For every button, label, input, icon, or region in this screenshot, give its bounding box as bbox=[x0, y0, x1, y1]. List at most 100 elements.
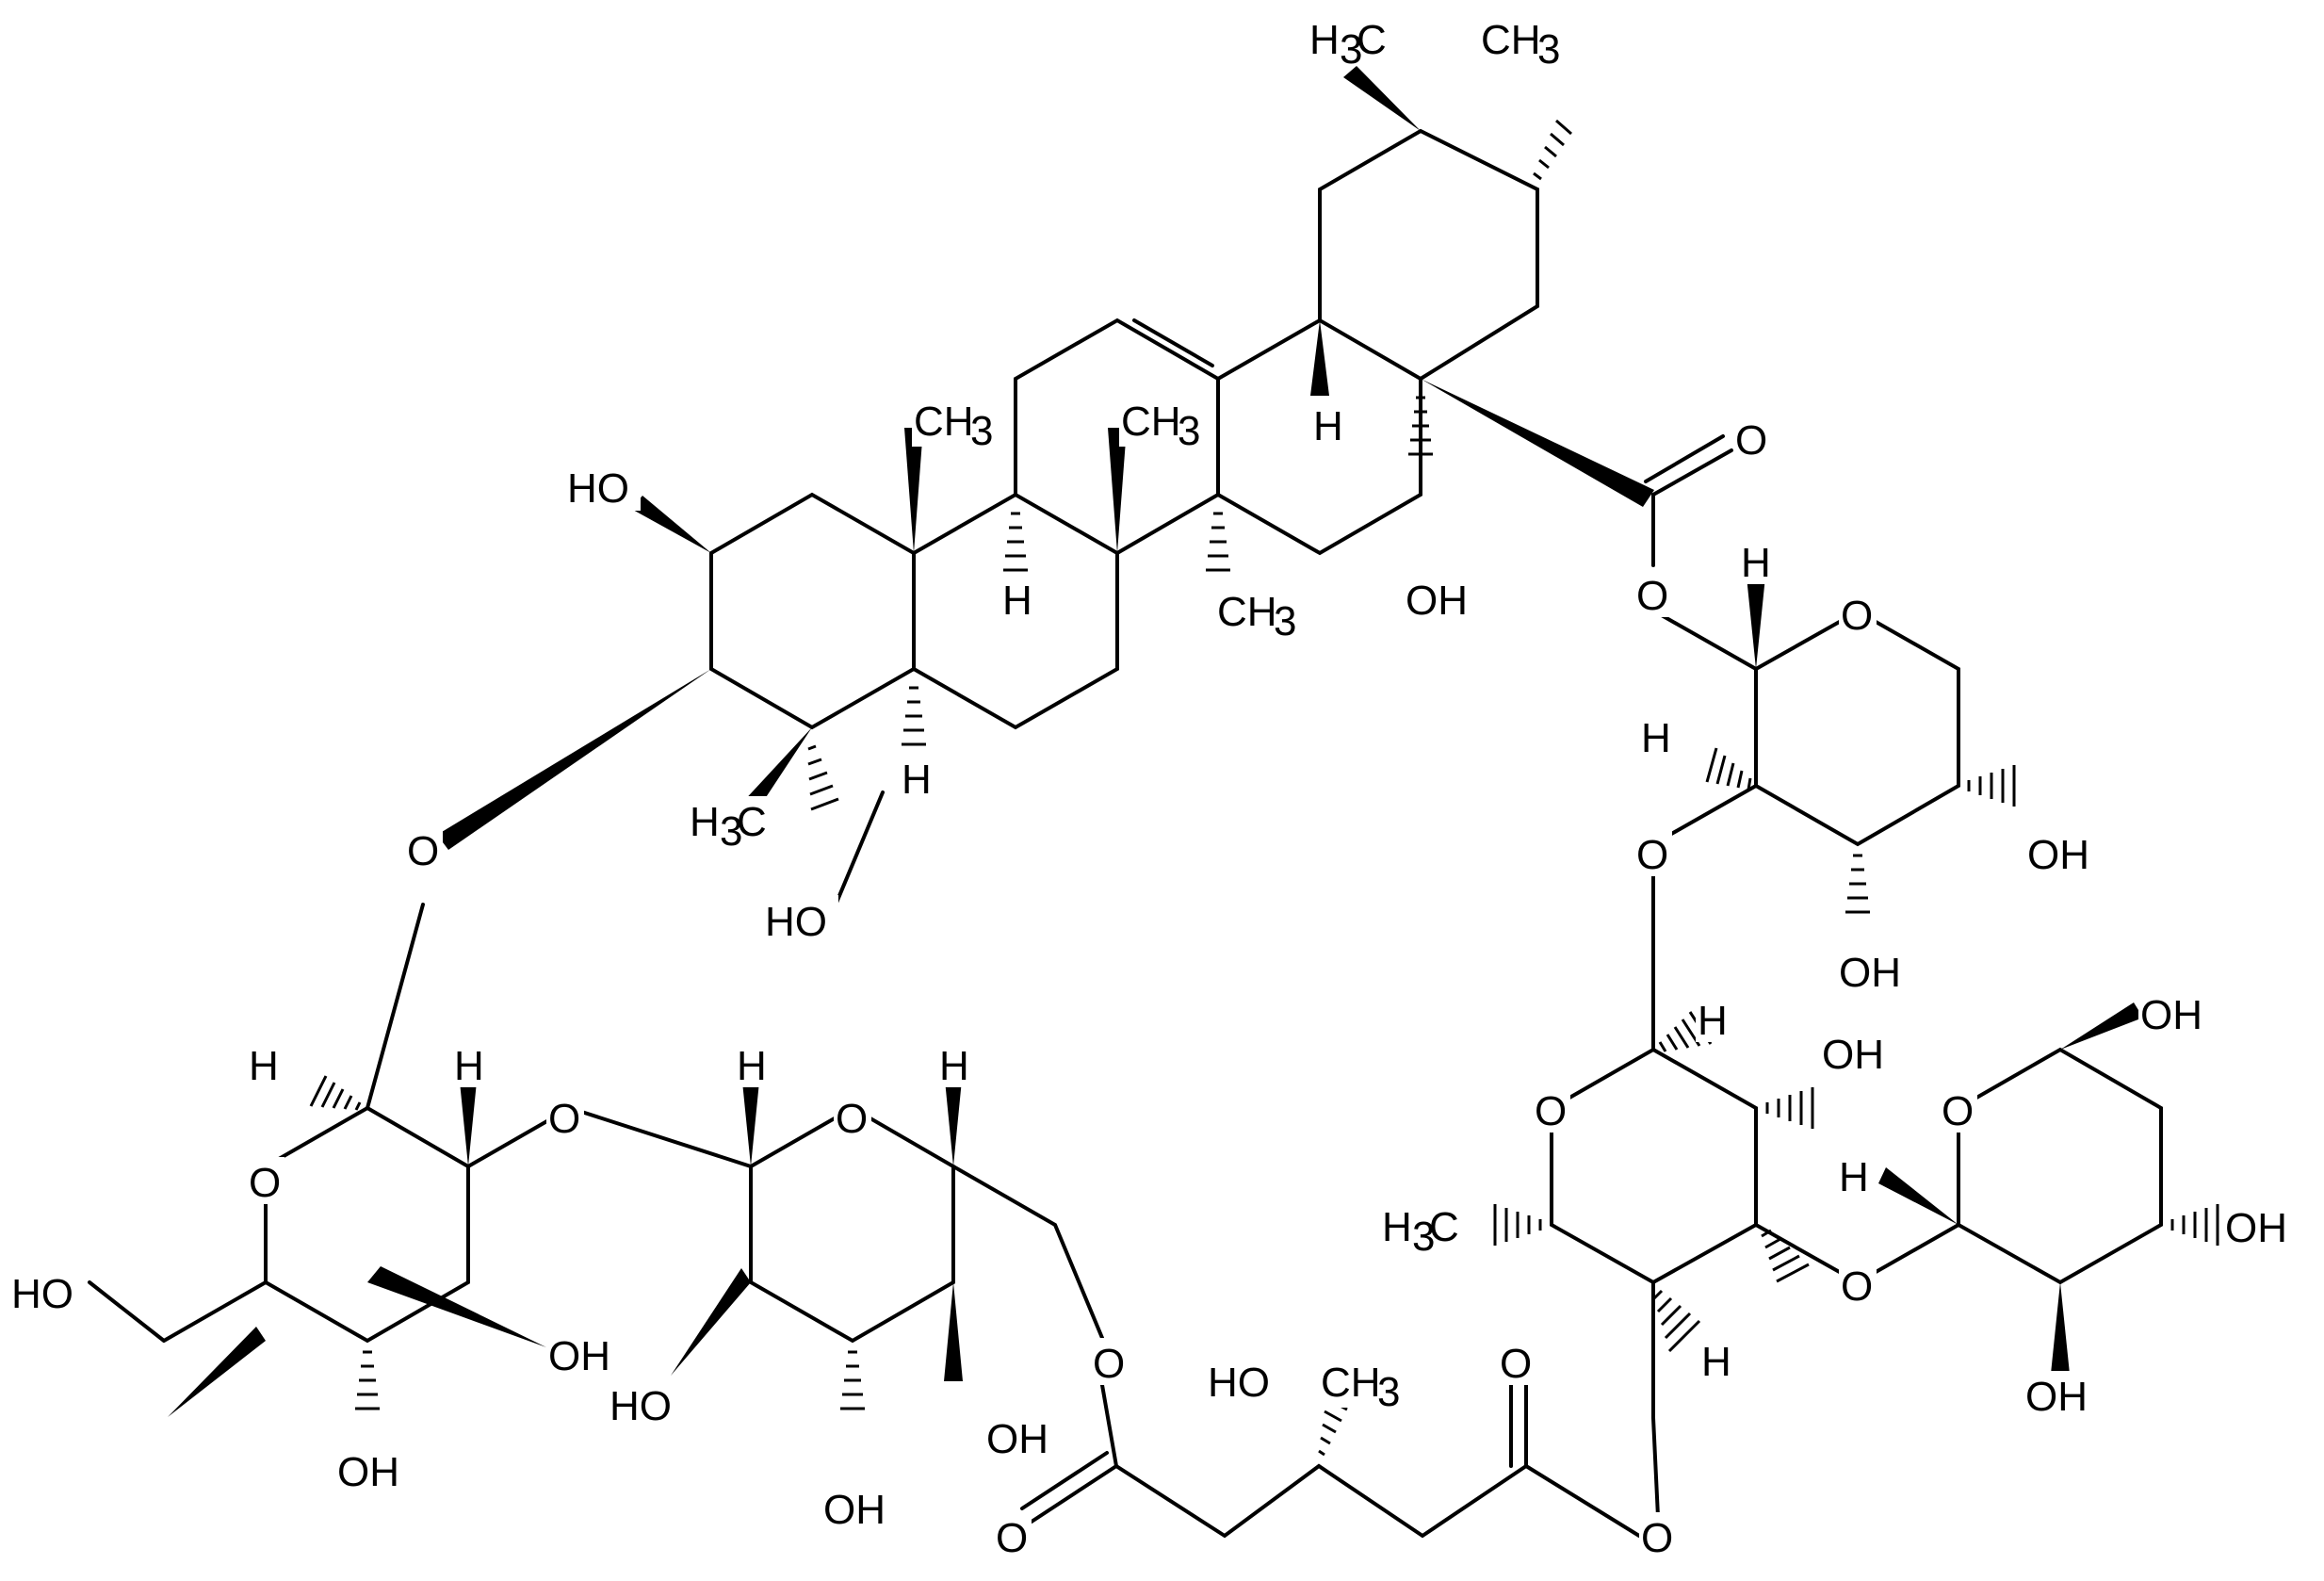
svg-text:OH: OH bbox=[337, 1449, 399, 1495]
svg-text:H: H bbox=[939, 1043, 969, 1089]
hydrogen-label: H bbox=[247, 1040, 279, 1089]
svg-text:O: O bbox=[1535, 1088, 1567, 1134]
hydrogen-label: H bbox=[1639, 712, 1671, 761]
hydroxyl-label: HO bbox=[565, 462, 641, 512]
oxygen-label: O bbox=[1533, 1085, 1570, 1134]
svg-text:OH: OH bbox=[2140, 992, 2202, 1038]
svg-text:OH: OH bbox=[2025, 1374, 2088, 1420]
methyl-label: CH3 bbox=[1215, 586, 1300, 644]
svg-text:CH: CH bbox=[914, 399, 974, 445]
hydrogen-label: H bbox=[452, 1040, 484, 1089]
oxygen-label: O bbox=[405, 825, 443, 874]
svg-text:HO: HO bbox=[567, 465, 629, 512]
svg-text:H: H bbox=[1309, 17, 1340, 63]
hydroxyl-label: OH bbox=[546, 1330, 622, 1379]
svg-text:HO: HO bbox=[11, 1271, 73, 1317]
hydrogen-label: H bbox=[735, 1040, 767, 1089]
hydroxyl-label: OH bbox=[2223, 1202, 2299, 1251]
svg-text:3: 3 bbox=[1377, 1369, 1400, 1415]
methyl-label: CH3 bbox=[1319, 1357, 1404, 1415]
oxygen-label: O bbox=[1940, 1085, 1977, 1134]
svg-text:H: H bbox=[1839, 1154, 1869, 1200]
svg-text:3: 3 bbox=[970, 408, 993, 454]
svg-text:H: H bbox=[690, 799, 720, 845]
svg-text:H: H bbox=[249, 1043, 279, 1089]
svg-text:C: C bbox=[1429, 1204, 1459, 1250]
svg-text:H: H bbox=[1382, 1204, 1412, 1250]
svg-text:3: 3 bbox=[1178, 408, 1200, 454]
svg-text:O: O bbox=[1942, 1088, 1974, 1134]
oxygen-label: O bbox=[1839, 1261, 1877, 1310]
svg-text:CH: CH bbox=[1121, 399, 1181, 445]
svg-text:OH: OH bbox=[1839, 950, 1901, 996]
svg-text:O: O bbox=[1636, 573, 1668, 619]
hydrogen-label: H bbox=[1311, 400, 1343, 449]
svg-text:H: H bbox=[902, 757, 932, 803]
svg-text:OH: OH bbox=[1822, 1032, 1884, 1078]
svg-text:H: H bbox=[1698, 998, 1728, 1044]
oxygen-label: O bbox=[1091, 1338, 1129, 1387]
hydroxyl-label: OH bbox=[2023, 1371, 2099, 1420]
oxygen-label: O bbox=[1639, 1512, 1677, 1561]
svg-text:3: 3 bbox=[1537, 26, 1560, 73]
svg-text:H: H bbox=[454, 1043, 484, 1089]
hydroxyl-label: HO bbox=[9, 1268, 85, 1317]
hydroxyl-label: OH bbox=[1820, 1029, 1895, 1078]
methyl-label: CH3 bbox=[912, 396, 997, 454]
svg-text:O: O bbox=[836, 1096, 868, 1142]
methyl-label: CH3 bbox=[1479, 14, 1564, 73]
hydrogen-label: H bbox=[1699, 1336, 1731, 1385]
svg-text:O: O bbox=[548, 1096, 580, 1142]
oxygen-label: O bbox=[1634, 570, 1672, 619]
svg-text:3: 3 bbox=[1340, 26, 1362, 73]
oxygen-label: O bbox=[1634, 829, 1672, 878]
hydrogen-label: H bbox=[1739, 537, 1771, 586]
svg-text:O: O bbox=[1841, 1263, 1873, 1310]
svg-text:O: O bbox=[1841, 593, 1873, 639]
svg-text:H: H bbox=[1002, 578, 1032, 624]
svg-text:3: 3 bbox=[1412, 1214, 1435, 1260]
svg-text:H: H bbox=[737, 1043, 767, 1089]
hydroxyl-label: OH bbox=[1404, 575, 1479, 624]
svg-text:C: C bbox=[737, 799, 767, 845]
oxygen-label: O bbox=[1839, 590, 1877, 639]
oxygen-label: O bbox=[546, 1093, 584, 1142]
svg-text:O: O bbox=[1500, 1341, 1532, 1387]
svg-text:O: O bbox=[1636, 832, 1668, 878]
svg-text:CH: CH bbox=[1481, 17, 1541, 63]
svg-text:OH: OH bbox=[2027, 832, 2089, 878]
svg-text:OH: OH bbox=[823, 1487, 886, 1533]
svg-text:3: 3 bbox=[720, 808, 742, 855]
svg-text:O: O bbox=[996, 1515, 1028, 1561]
hydrogen-label: H bbox=[1696, 995, 1728, 1044]
wedges bbox=[168, 66, 2143, 1417]
hydroxyl-label: OH bbox=[335, 1446, 411, 1495]
svg-text:HO: HO bbox=[765, 899, 827, 945]
svg-text:HO: HO bbox=[1208, 1360, 1270, 1406]
svg-text:OH: OH bbox=[1406, 578, 1468, 624]
hydroxyl-label: OH bbox=[2025, 829, 2101, 878]
hydrogen-label: H bbox=[1837, 1151, 1869, 1200]
svg-text:O: O bbox=[1093, 1341, 1125, 1387]
oxygen-label: O bbox=[1498, 1338, 1536, 1387]
svg-text:H: H bbox=[1741, 540, 1771, 586]
oxygen-label: O bbox=[834, 1093, 871, 1142]
svg-text:O: O bbox=[249, 1160, 281, 1206]
svg-text:H: H bbox=[1701, 1339, 1731, 1385]
hydrogen-label: H bbox=[1000, 575, 1032, 624]
hashed-wedges bbox=[309, 119, 2219, 1457]
svg-text:O: O bbox=[1735, 417, 1767, 464]
oxygen-label: O bbox=[247, 1157, 284, 1206]
svg-text:H: H bbox=[1313, 403, 1343, 449]
hydrogen-label: H bbox=[900, 754, 932, 803]
hydroxyl-label: HO bbox=[608, 1380, 683, 1429]
hydroxyl-label: OH bbox=[984, 1413, 1060, 1462]
svg-text:HO: HO bbox=[609, 1383, 672, 1429]
svg-text:O: O bbox=[407, 828, 439, 874]
hydrogen-label: H bbox=[937, 1040, 969, 1089]
